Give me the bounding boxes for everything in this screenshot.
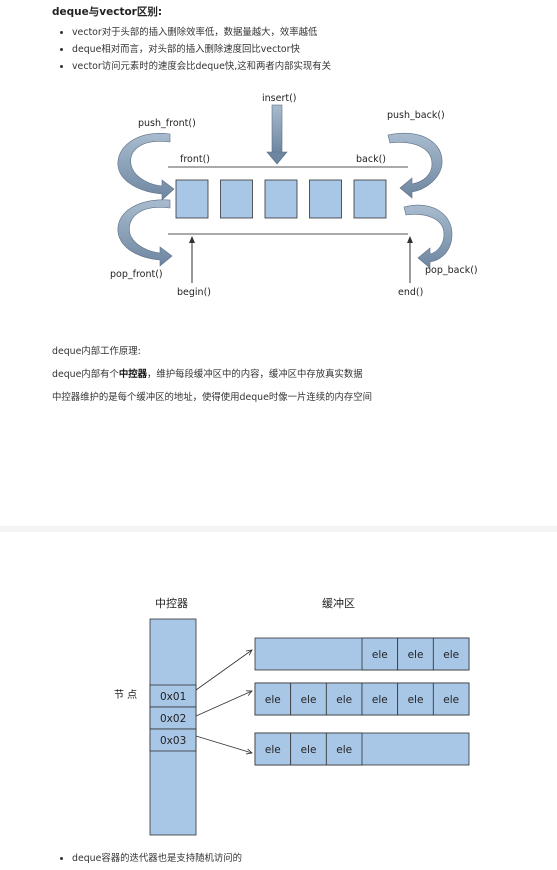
buffer-cell-text: ele — [336, 744, 352, 756]
end-label: end() — [398, 287, 423, 298]
list-item: deque容器的迭代器也是支持随机访问的 — [72, 850, 242, 864]
list-item: vector对于头部的插入删除效率低，数据量越大，效率越低 — [72, 24, 331, 41]
buffer-cell-text: ele — [301, 694, 317, 706]
buffer-cell — [325, 732, 363, 766]
buffer-cell — [290, 682, 327, 716]
buffer-cell-text: ele — [265, 694, 281, 706]
list-item: deque相对而言，对头部的插入删除速度回比vector快 — [72, 41, 331, 58]
buffer-cell — [325, 682, 363, 716]
deque-cell — [175, 179, 209, 219]
pointer-arrows — [195, 649, 253, 755]
list-item: vector访问元素时的速度会比deque快,这和两者内部实现有关 — [72, 58, 331, 75]
buffers: ele ele ele ele ele ele ele ele ele ele ele ele — [254, 637, 470, 766]
principle-line-1: deque内部有个中控器，维护每段缓冲区中的内容，缓冲区中存放真实数据 — [52, 366, 363, 380]
node-address: 0x03 — [160, 735, 186, 747]
principle-line-1-pre: deque内部有个 — [52, 369, 119, 380]
pointer-arrowhead-icon — [246, 649, 253, 656]
back-label: back() — [356, 154, 386, 165]
buffer-cell-text: ele — [443, 649, 459, 661]
pop-front-arrow-icon — [117, 199, 173, 267]
buffer-cell-text: ele — [301, 744, 317, 756]
push-front-label: push_front() — [138, 118, 196, 129]
pointer-line — [195, 690, 253, 717]
node-address: 0x02 — [160, 713, 186, 725]
principle-title: deque内部工作原理: — [52, 346, 141, 357]
node-address: 0x01 — [160, 691, 186, 703]
end-arrow-icon — [407, 236, 413, 283]
pop-back-label: pop_back() — [425, 265, 478, 276]
buffer-cell-text: ele — [408, 694, 424, 706]
insert-label: insert() — [262, 93, 297, 104]
begin-label: begin() — [177, 287, 211, 298]
pointer-line — [195, 735, 253, 754]
deque-cells — [175, 179, 387, 219]
buffer-cell-text: ele — [372, 649, 388, 661]
buffer-cell — [397, 637, 434, 671]
node-label: 节 点 — [114, 689, 137, 701]
insert-arrow-icon — [266, 104, 288, 165]
principle-line-2: 中控器维护的是每个缓冲区的地址，使得使用deque时像一片连续的内存空间 — [52, 392, 373, 403]
buffer-cell — [432, 637, 470, 671]
principle-line-1-bold: 中控器 — [118, 369, 148, 380]
pointer-arrowhead-icon — [245, 690, 253, 696]
iterator-note-list: deque容器的迭代器也是支持随机访问的 — [58, 850, 242, 864]
controller-label: 中控器 — [155, 596, 188, 610]
push-back-arrow-icon — [387, 132, 443, 199]
begin-arrow-icon — [189, 236, 195, 283]
deque-cell — [264, 179, 298, 219]
buffer-cell — [432, 682, 470, 716]
deque-cell — [309, 179, 342, 219]
page-section-top — [0, 0, 557, 526]
push-front-arrow-icon — [117, 133, 175, 201]
buffer-cell-text: ele — [408, 649, 424, 661]
pointer-arrowhead-icon — [246, 748, 253, 755]
buffer-cell — [254, 682, 292, 716]
buffer-cell-text: ele — [265, 744, 281, 756]
pointer-line — [195, 649, 253, 691]
controller-nodes: 0x01 0x02 0x03 — [149, 684, 197, 752]
buffer-cell-text: ele — [443, 694, 459, 706]
controller-node — [149, 728, 197, 752]
buffer-cell — [361, 637, 399, 671]
push-back-label: push_back() — [387, 110, 445, 121]
principle-line-1-post: ，维护每段缓冲区中的内容，缓冲区中存放真实数据 — [147, 369, 363, 380]
deque-operations-diagram: insert() push_front() push_back() front(… — [110, 93, 478, 298]
pop-back-arrow-icon — [403, 204, 453, 269]
buffer-cell-text: ele — [372, 694, 388, 706]
pop-front-label: pop_front() — [110, 269, 163, 280]
buffer-cell — [397, 682, 434, 716]
buffer-cell — [361, 682, 399, 716]
front-label: front() — [180, 154, 210, 165]
comparison-list: vector对于头部的插入删除效率低，数据量越大，效率越低 deque相对而言，… — [58, 24, 331, 75]
buffer-cell-text: ele — [336, 694, 352, 706]
buffer-cell — [290, 732, 327, 766]
deque-cell — [220, 179, 253, 219]
buffer-label: 缓冲区 — [322, 596, 355, 610]
deque-cell — [353, 179, 387, 219]
section-heading: deque与vector区别: — [52, 6, 163, 18]
buffer-cell — [254, 732, 292, 766]
